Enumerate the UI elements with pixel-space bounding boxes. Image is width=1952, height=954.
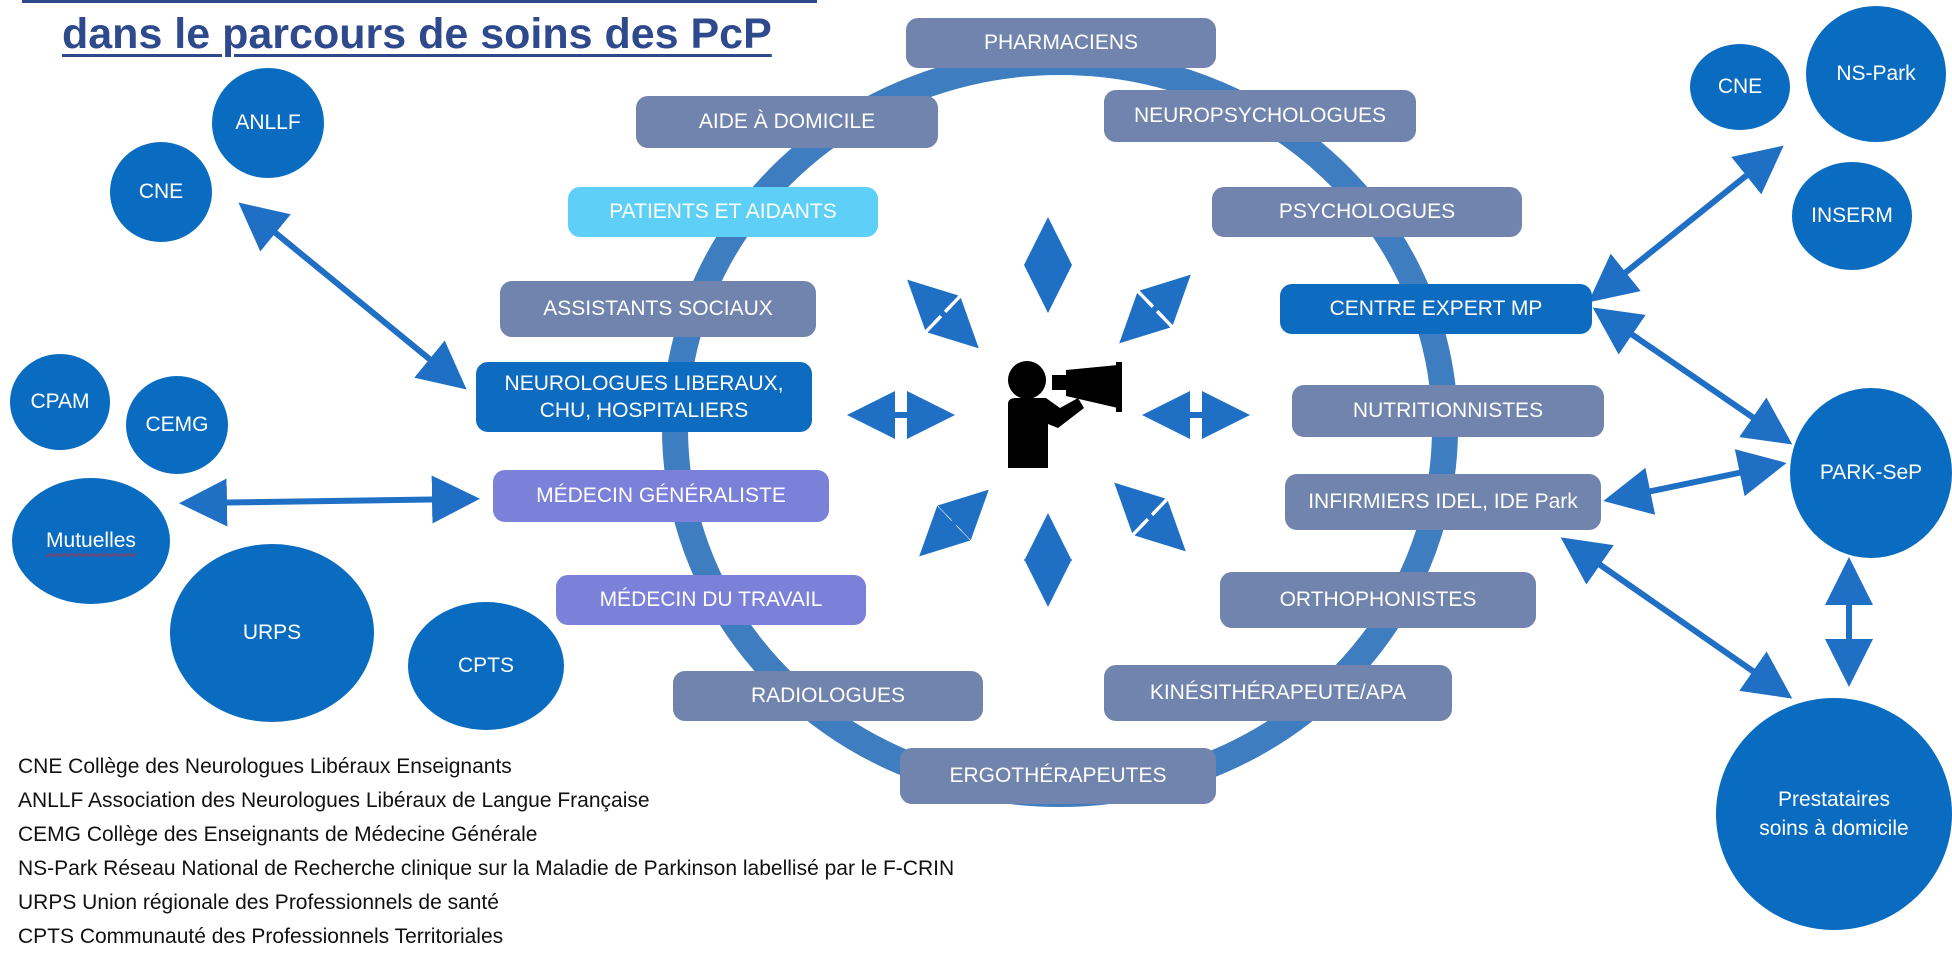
arrow-mutuelles-mg — [179, 475, 480, 527]
pill-radiologues: RADIOLOGUES — [673, 671, 983, 721]
circle-mutuelles: Mutuelles — [12, 478, 170, 604]
legend-item: URPS Union régionale des Professionnels … — [18, 891, 499, 914]
circle-prestataires: Prestataires soins à domicile — [1716, 698, 1952, 930]
outer-arrows — [179, 145, 1873, 699]
circle-inserm: INSERM — [1792, 162, 1912, 270]
circle-cpts: CPTS — [408, 602, 564, 730]
central-arrows — [847, 217, 1250, 607]
circle-cne-right: CNE — [1690, 44, 1790, 130]
arrow-up-right — [1119, 274, 1191, 344]
circle-cemg: CEMG — [126, 376, 228, 474]
pill-aide-domicile: AIDE À DOMICILE — [636, 96, 938, 148]
legend-item: CNE Collège des Neurologues Libéraux Ens… — [18, 755, 512, 778]
legend-item: CEMG Collège des Enseignants de Médecine… — [18, 823, 538, 846]
arrow-up-left — [907, 279, 979, 349]
circle-parksep: PARK-SeP — [1790, 388, 1952, 558]
arrow-down-left — [919, 489, 989, 557]
circle-cne-left: CNE — [110, 142, 212, 242]
pill-medecin-travail: MÉDECIN DU TRAVAIL — [556, 575, 866, 625]
pill-ergotherapeutes: ERGOTHÉRAPEUTES — [900, 748, 1216, 804]
pill-centre-expert: CENTRE EXPERT MP — [1280, 284, 1592, 334]
pill-psychologues: PSYCHOLOGUES — [1212, 187, 1522, 237]
acronym-legend: CNE Collège des Neurologues Libéraux Ens… — [18, 750, 954, 954]
network-diagram: dans le parcours de soins des PcP PHARMA… — [10, 0, 1952, 948]
person-megaphone-icon — [1008, 361, 1122, 468]
pill-orthophonistes: ORTHOPHONISTES — [1220, 572, 1536, 628]
arrow-infirmiers-parksep — [1603, 449, 1787, 515]
arrow-centre-parksep — [1592, 307, 1793, 445]
legend-item: CPTS Communauté des Professionnels Terri… — [18, 925, 504, 948]
circle-anllf: ANLLF — [212, 68, 324, 178]
pill-neuropsychologues: NEUROPSYCHOLOGUES — [1104, 90, 1416, 142]
pill-kinesitherapeute: KINÉSITHÉRAPEUTE/APA — [1104, 665, 1452, 721]
pill-nutritionnistes: NUTRITIONNISTES — [1292, 385, 1604, 437]
legend-item: ANLLF Association des Neurologues Libéra… — [18, 789, 650, 812]
legend-item: NS-Park Réseau National de Recherche cli… — [18, 857, 955, 880]
pill-patients-aidants: PATIENTS ET AIDANTS — [568, 187, 878, 237]
pill-infirmiers: INFIRMIERS IDEL, IDE Park — [1285, 474, 1601, 530]
pill-pharmaciens: PHARMACIENS — [906, 18, 1216, 68]
arrow-down-right — [1114, 482, 1186, 552]
circle-nspark: NS-Park — [1806, 6, 1946, 142]
title-underline-top — [22, 0, 817, 3]
arrow-infirmiers-prestataires — [1560, 537, 1793, 699]
arrow-centre-nspark — [1588, 145, 1784, 303]
pill-medecin-generaliste: MÉDECIN GÉNÉRALISTE — [493, 470, 829, 522]
page-title: dans le parcours de soins des PcP — [62, 10, 772, 58]
circle-urps: URPS — [170, 544, 374, 722]
arrow-cne-neurologues — [238, 202, 467, 390]
pill-neurologues: NEUROLOGUES LIBERAUX, CHU, HOSPITALIERS — [476, 362, 812, 432]
pill-assistants-sociaux: ASSISTANTS SOCIAUX — [500, 281, 816, 337]
circle-cpam: CPAM — [10, 354, 110, 450]
